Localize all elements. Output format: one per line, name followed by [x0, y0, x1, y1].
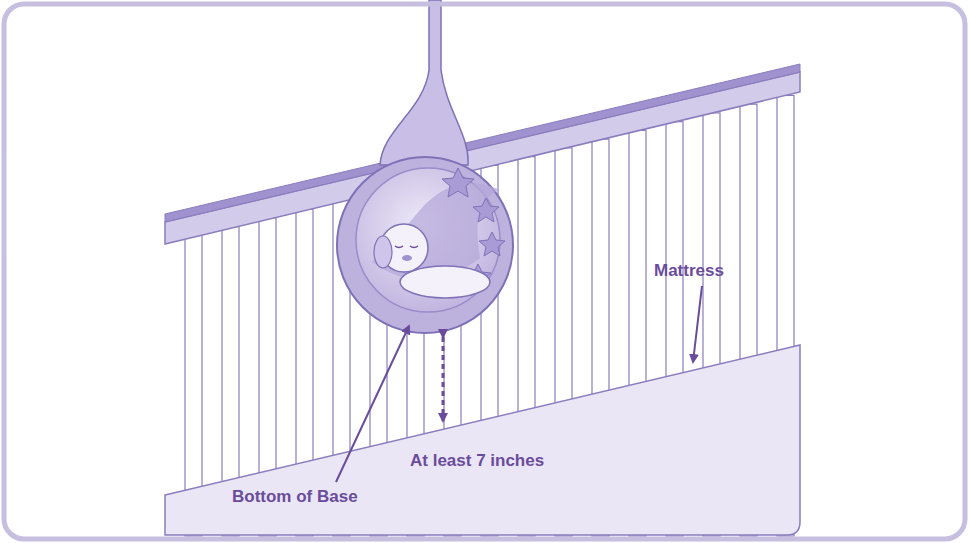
crib-rail	[165, 72, 800, 244]
frame	[4, 4, 965, 539]
mattress	[165, 345, 800, 535]
moon	[372, 183, 500, 280]
mobile-base	[337, 157, 513, 333]
sleeping-puppy	[374, 224, 490, 298]
dimension-arrow	[442, 337, 445, 421]
leader-line	[693, 286, 702, 362]
label-text: Bottom of Base	[232, 487, 358, 507]
leader-line	[336, 326, 409, 482]
mobile-arm	[380, 0, 468, 165]
label-text: Mattress	[654, 261, 724, 281]
label-text: At least 7 inches	[410, 451, 544, 471]
mobile-face	[356, 168, 500, 312]
